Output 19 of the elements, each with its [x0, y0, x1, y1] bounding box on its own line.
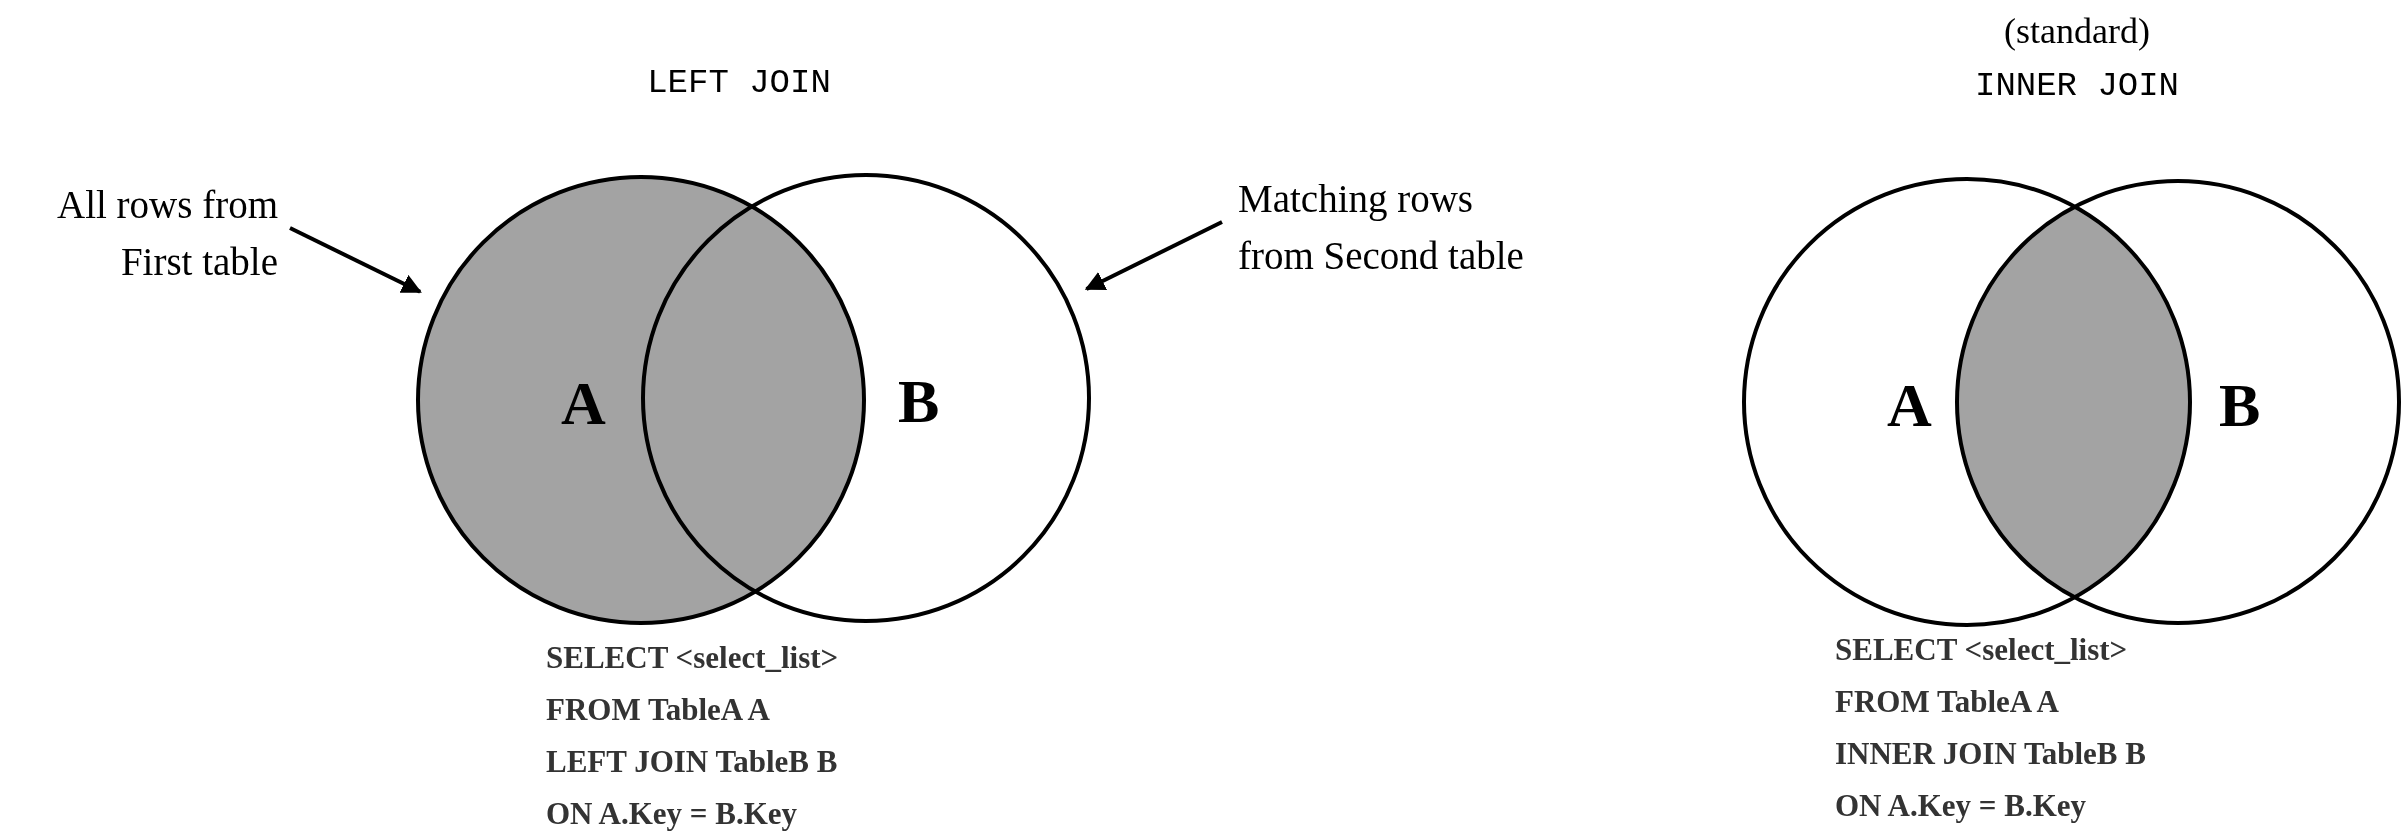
set-letter: B: [898, 370, 940, 432]
sql-line: ON A.Key = B.Key: [546, 796, 797, 831]
sql-line: ON A.Key = B.Key: [1835, 788, 2086, 824]
sql-line: FROM TableA A: [1835, 684, 2059, 720]
join-title: INNER JOIN: [1975, 67, 2179, 105]
join-title: LEFT JOIN: [647, 64, 831, 102]
annotation-text: Matching rows from Second table: [1238, 176, 1525, 279]
set-letter: A: [1887, 374, 1932, 436]
sql-line: SELECT <select_list>: [546, 640, 839, 676]
sql-line: LEFT JOIN TableB B: [546, 744, 838, 780]
join-subtitle: (standard): [2004, 10, 2150, 52]
sql-line: INNER JOIN TableB B: [1835, 736, 2146, 772]
set-letter: B: [2219, 374, 2261, 436]
sql-line: SELECT <select_list>: [1835, 632, 2128, 668]
arrow: [289, 226, 422, 294]
arrow: [1084, 220, 1223, 291]
annotation-text: All rows from First table: [56, 182, 278, 285]
sql-line: FROM TableA A: [546, 692, 770, 728]
set-letter: A: [561, 372, 606, 434]
